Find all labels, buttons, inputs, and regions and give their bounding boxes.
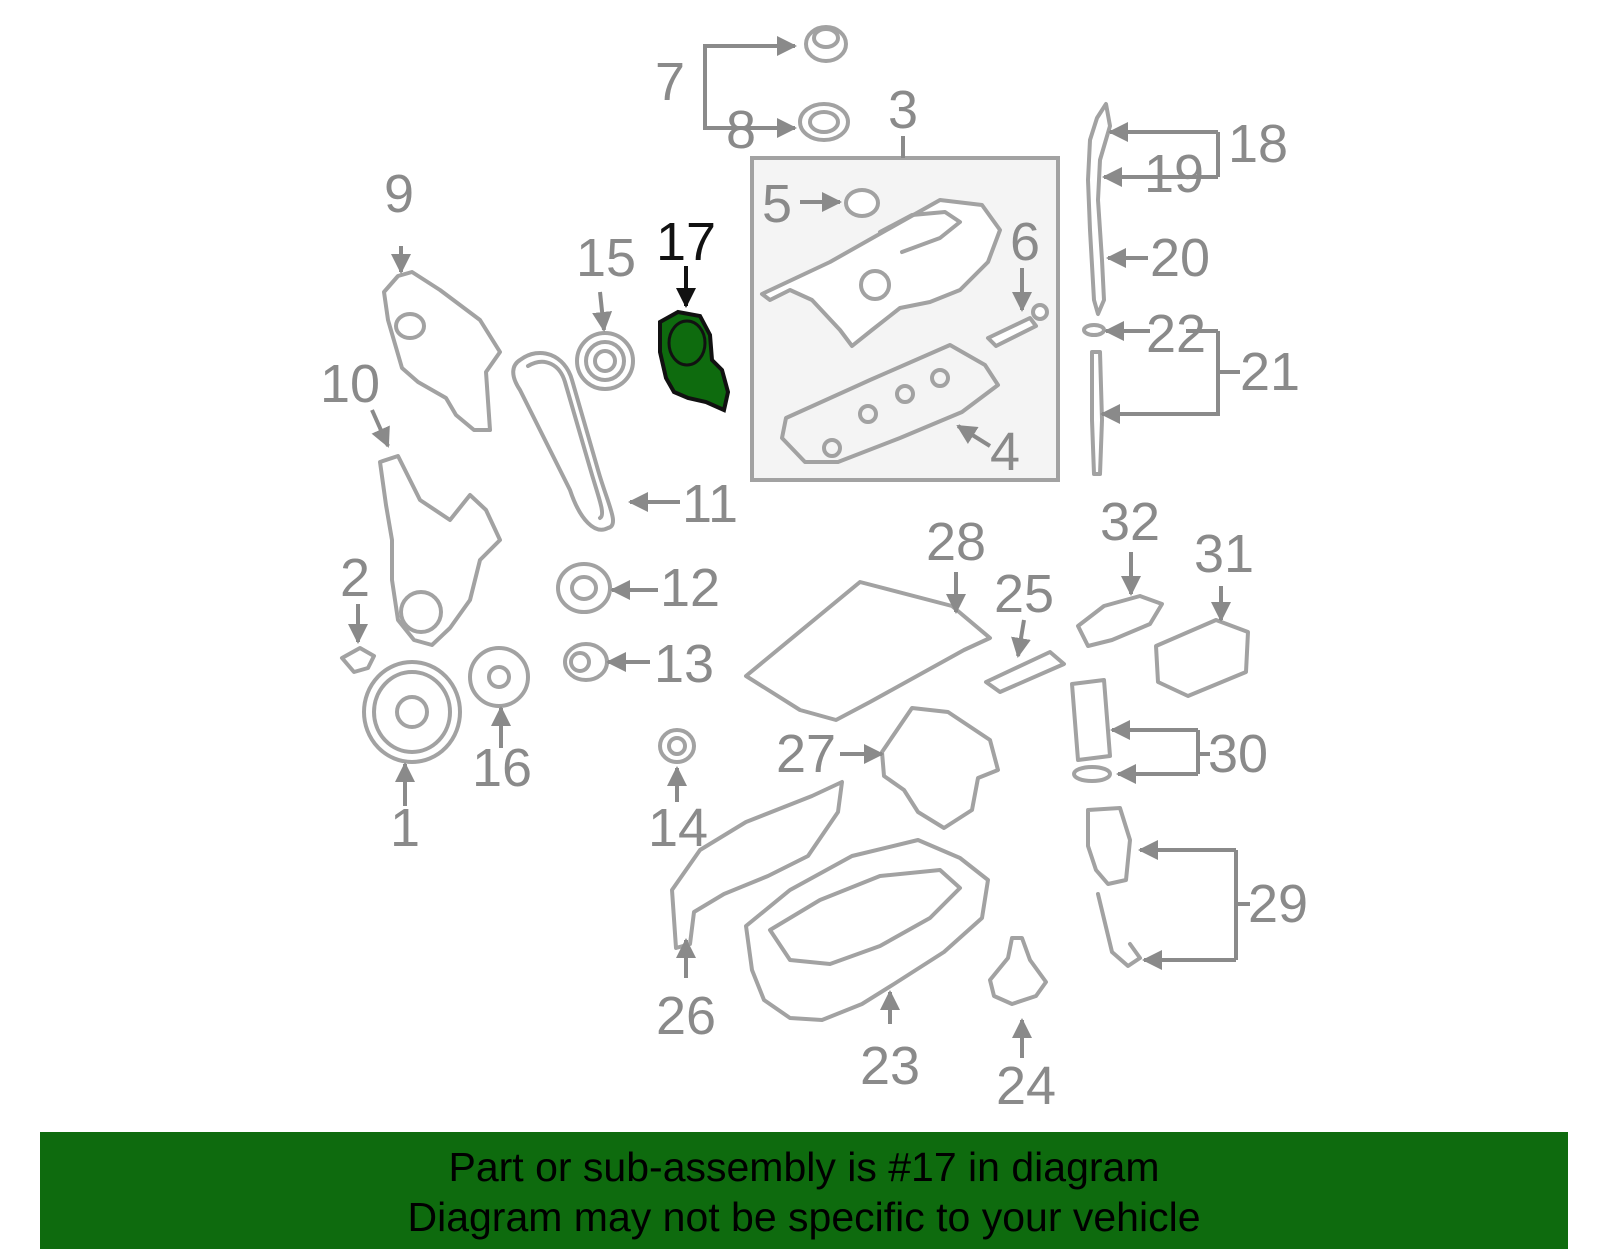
callout-1: 1: [390, 798, 420, 858]
callout-21: 21: [1240, 342, 1300, 402]
bushing[interactable]: [658, 728, 696, 764]
valve-cover-group-box: [750, 156, 1060, 482]
crankshaft-pulley[interactable]: [362, 660, 462, 764]
oil-pan[interactable]: [744, 838, 990, 1022]
oil-pump[interactable]: [880, 706, 1000, 830]
rear-cover-opening: [667, 319, 707, 367]
oil-cooler-gasket[interactable]: [1076, 594, 1164, 648]
gasket-holes: [822, 368, 950, 458]
oil-filter[interactable]: [1070, 678, 1112, 783]
dipstick-assembly[interactable]: [1082, 102, 1112, 476]
idler-roller[interactable]: [563, 642, 609, 682]
callout-20: 20: [1150, 228, 1210, 288]
leader-lines: [348, 36, 1250, 1058]
callout-19: 19: [1144, 144, 1204, 204]
callout-25: 25: [994, 564, 1054, 624]
callout-2: 2: [340, 548, 370, 608]
callout-13: 13: [654, 634, 714, 694]
cap-seal[interactable]: [798, 102, 850, 142]
callout-31: 31: [1194, 524, 1254, 584]
callout-labels: 1 2 3 4 5 6 7 8 9 10 11 12 13 14 15 16 1…: [320, 52, 1308, 1116]
timing-belt-inner: [526, 359, 605, 520]
callout-17: 17: [656, 212, 716, 272]
oil-pan-inner: [768, 868, 962, 966]
callout-16: 16: [472, 738, 532, 798]
valve-cover-rib: [878, 210, 962, 254]
callout-15: 15: [576, 228, 636, 288]
belt-pulley-15[interactable]: [575, 331, 635, 391]
upper-timing-cover[interactable]: [382, 270, 502, 432]
rear-timing-cover-17[interactable]: [658, 309, 731, 413]
callout-11: 11: [682, 474, 738, 534]
oil-filter-housing[interactable]: [1086, 806, 1142, 968]
caption-banner: Part or sub-assembly is #17 in diagram D…: [40, 1132, 1568, 1249]
lower-timing-cover[interactable]: [378, 454, 502, 647]
callout-3: 3: [888, 80, 918, 140]
callout-6: 6: [1010, 212, 1040, 272]
callout-28: 28: [926, 512, 986, 572]
callout-24: 24: [996, 1056, 1056, 1116]
callout-26: 26: [656, 986, 716, 1046]
oil-filler-cap[interactable]: [804, 25, 848, 63]
callout-7: 7: [655, 52, 685, 112]
callout-32: 32: [1100, 492, 1160, 552]
oil-pan-baffle[interactable]: [744, 580, 992, 722]
callout-12: 12: [660, 558, 720, 618]
valve-cover-gasket[interactable]: [780, 343, 1000, 464]
valve-cover-port: [859, 269, 891, 301]
callout-4: 4: [990, 422, 1020, 482]
callout-23: 23: [860, 1036, 920, 1096]
callout-30: 30: [1208, 724, 1268, 784]
callout-5: 5: [762, 174, 792, 234]
callout-14: 14: [648, 798, 708, 858]
gasket-strip[interactable]: [984, 650, 1066, 694]
idler-pulley[interactable]: [556, 562, 612, 614]
caption-line-2: Diagram may not be specific to your vehi…: [407, 1194, 1201, 1240]
pcv-valve[interactable]: [986, 303, 1049, 348]
upper-cover-hole: [394, 312, 426, 340]
caption-line-1: Part or sub-assembly is #17 in diagram: [448, 1144, 1160, 1190]
oil-pickup[interactable]: [988, 936, 1048, 1006]
callout-22: 22: [1146, 304, 1206, 364]
timing-belt[interactable]: [511, 350, 615, 532]
callout-9: 9: [384, 164, 414, 224]
callout-27: 27: [776, 724, 836, 784]
oil-cooler[interactable]: [1154, 618, 1250, 698]
callout-29: 29: [1248, 874, 1308, 934]
callout-8: 8: [726, 100, 756, 160]
crankshaft-sprocket[interactable]: [468, 646, 530, 708]
lower-cover-opening: [399, 590, 443, 634]
pulley-bolt[interactable]: [340, 646, 376, 674]
callout-10: 10: [320, 354, 380, 414]
oil-cap-gasket[interactable]: [844, 188, 880, 218]
callout-18: 18: [1228, 114, 1288, 174]
